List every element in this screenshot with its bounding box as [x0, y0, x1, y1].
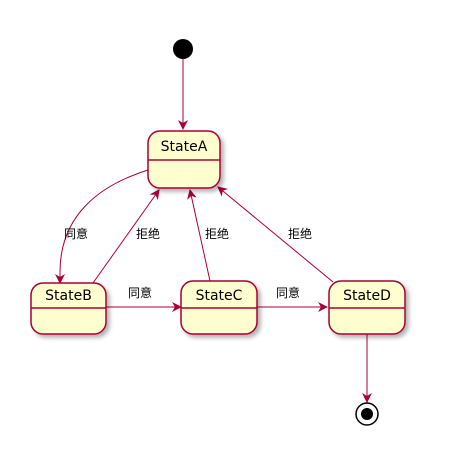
state-c[interactable]: StateC — [180, 280, 258, 335]
arrow-stateb-to-statea — [92, 189, 160, 284]
initial-node — [173, 39, 193, 59]
label-stateb-to-statea: 拒绝 — [136, 226, 160, 241]
state-a-label: StateA — [161, 139, 208, 155]
arrow-stated-to-statea — [217, 186, 334, 283]
state-c-label: StateC — [196, 288, 243, 304]
state-b[interactable]: StateB — [30, 282, 107, 335]
state-d-label: StateD — [343, 288, 391, 304]
label-statea-to-stateb: 同意 — [64, 226, 88, 241]
final-node — [355, 402, 379, 426]
arrow-statec-to-statea — [187, 189, 211, 282]
label-stateb-to-statec: 同意 — [128, 285, 152, 300]
state-b-label: StateB — [45, 288, 92, 304]
arrow-statea-to-stateb — [55, 169, 149, 284]
label-statec-to-stated: 同意 — [276, 285, 300, 300]
state-d[interactable]: StateD — [328, 280, 406, 335]
label-statec-to-statea: 拒绝 — [205, 226, 229, 241]
label-stated-to-statea: 拒绝 — [288, 226, 312, 241]
state-a[interactable]: StateA — [147, 130, 221, 189]
